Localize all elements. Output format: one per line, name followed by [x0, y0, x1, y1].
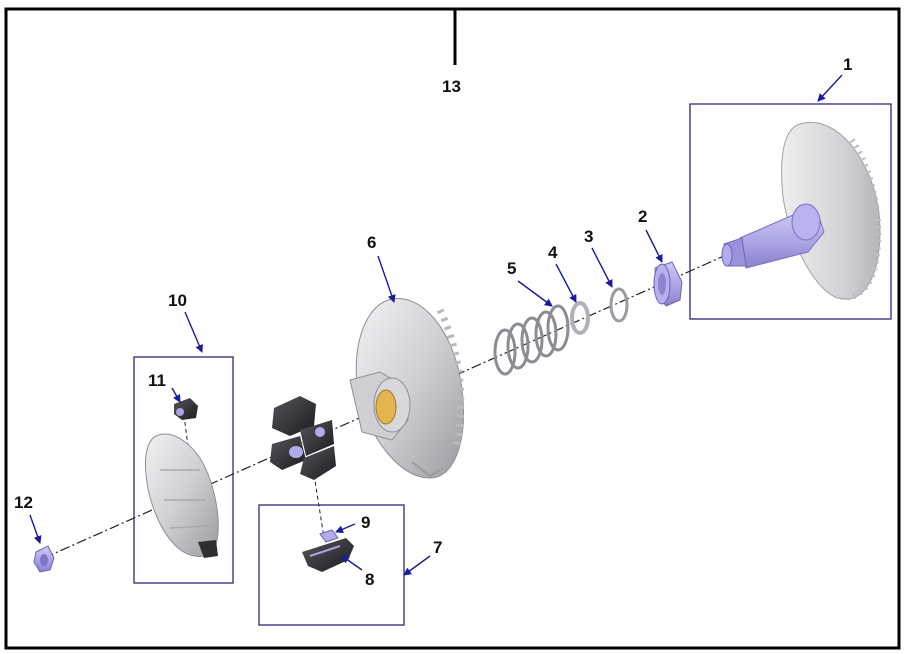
roller-axis-line [312, 467, 325, 539]
leader-arrow-6 [377, 255, 396, 303]
part-5-spring [493, 304, 570, 376]
outer-frame [4, 7, 901, 650]
part-9-pin [319, 529, 339, 543]
part-4-washer [570, 301, 590, 335]
part-12-nut [33, 545, 55, 573]
leader-arrow-1 [817, 74, 843, 102]
callout-11: 11 [148, 371, 166, 390]
leader-arrow-3 [591, 247, 613, 288]
part-10-cover [145, 433, 219, 558]
group-box-1 [689, 103, 892, 320]
leader-arrow-10 [184, 311, 203, 353]
callout-8: 8 [365, 570, 374, 589]
group-box-7 [258, 504, 405, 626]
part-11-bolt [174, 398, 198, 420]
leader-arrow-7 [403, 555, 431, 576]
callout-10: 10 [168, 291, 187, 310]
part-3-ring [609, 287, 629, 323]
leader-arrow-12 [29, 514, 42, 544]
callout-7: 7 [433, 538, 442, 557]
leader-arrow-8 [341, 555, 363, 571]
callout-5: 5 [507, 259, 516, 278]
leader-arrow-4 [555, 263, 577, 303]
leader-arrow-11 [171, 387, 181, 403]
callout-6: 6 [367, 233, 376, 252]
callout-12: 12 [14, 493, 33, 512]
callout-1: 1 [843, 55, 852, 74]
callout-2: 2 [638, 207, 647, 226]
leader-arrow-2 [645, 229, 663, 263]
part-1-fixed-sheave [721, 121, 882, 301]
spider-assembly [270, 396, 336, 480]
leader-arrow-9 [335, 523, 356, 533]
part-6-movable-sheave [349, 298, 465, 479]
callout-13: 13 [442, 77, 461, 96]
group-box-10 [133, 356, 234, 584]
leader-arrow-5 [517, 280, 553, 307]
bolt-axis-line [183, 414, 191, 463]
callout-3: 3 [584, 227, 593, 246]
callout-4: 4 [548, 243, 558, 262]
callout-9: 9 [361, 513, 370, 532]
part-8-weight [302, 538, 354, 572]
part-2-sleeve [653, 261, 683, 307]
